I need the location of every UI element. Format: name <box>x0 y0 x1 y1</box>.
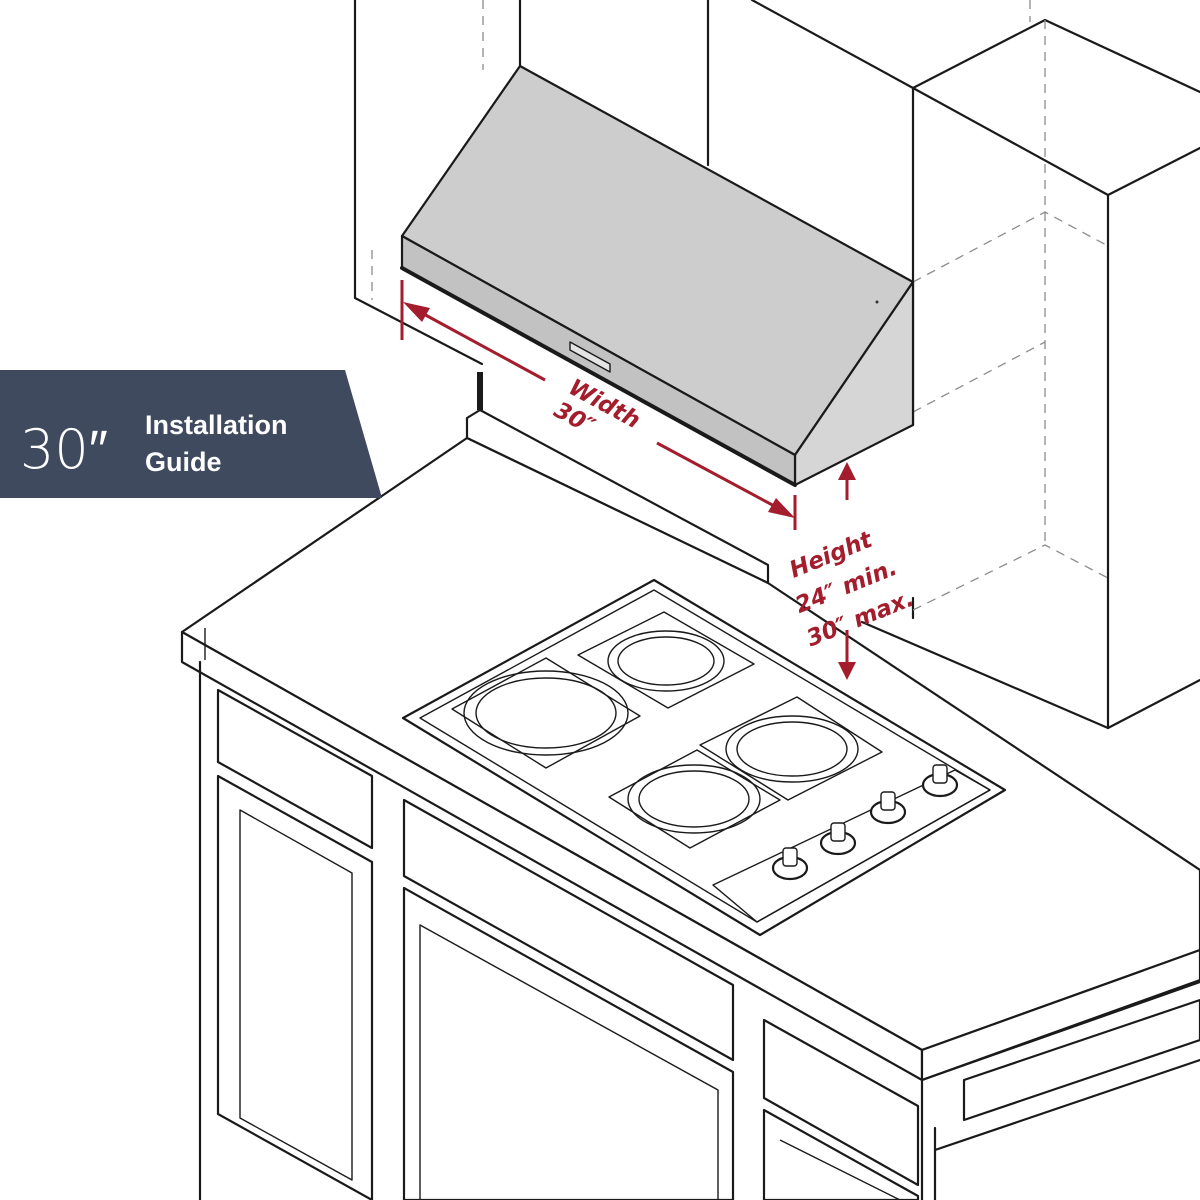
knob-3 <box>869 791 907 825</box>
badge-line-1: Installation <box>145 410 288 440</box>
cooktop <box>401 578 1007 937</box>
base-cabinets <box>198 660 1200 1200</box>
range-hood <box>400 64 915 487</box>
burner-back-right <box>725 715 859 783</box>
width-arrow-left <box>403 302 430 322</box>
backsplash <box>465 372 770 585</box>
width-arrow-right <box>768 498 795 518</box>
burner-front-right <box>627 764 761 834</box>
hood-control-panel <box>569 341 611 373</box>
badge-background <box>0 370 382 498</box>
height-arrow-down <box>838 662 856 680</box>
height-arrow-up <box>838 462 856 480</box>
installation-guide-badge: 30″ Installation Guide <box>0 370 382 498</box>
badge-line-2: Guide <box>145 447 222 477</box>
burner-front-left <box>463 670 629 756</box>
upper-cabinets <box>353 0 1200 730</box>
knob-2 <box>819 822 857 856</box>
badge-size: 30″ <box>20 418 108 481</box>
knob-4 <box>921 764 959 798</box>
knob-1 <box>771 847 809 881</box>
burner-back-left <box>607 630 725 692</box>
